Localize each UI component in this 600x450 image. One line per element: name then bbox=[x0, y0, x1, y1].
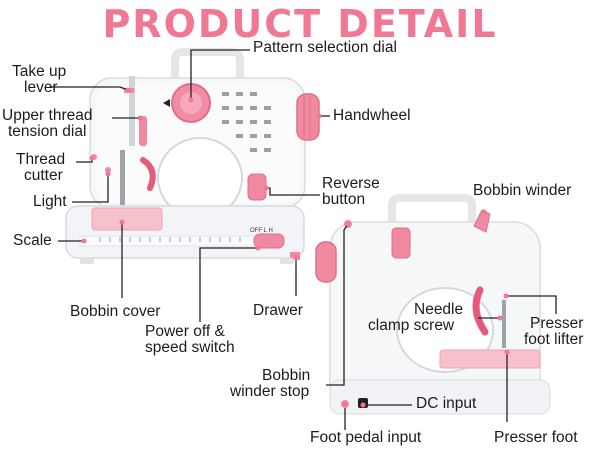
label-handwheel: Handwheel bbox=[333, 107, 411, 124]
label-bobbin-winder: Bobbin winder bbox=[473, 182, 572, 199]
label-presser-foot-lifter: Presser foot lifter bbox=[524, 315, 584, 348]
light-indicator bbox=[105, 167, 111, 173]
back-handwheel bbox=[315, 241, 337, 283]
tension-dial bbox=[139, 116, 147, 146]
label-foot-pedal-input: Foot pedal input bbox=[310, 429, 422, 446]
front-machine: OFF L H bbox=[65, 48, 320, 264]
label-presser-foot: Presser foot bbox=[494, 429, 578, 446]
back-needle bbox=[502, 300, 506, 348]
label-dc-input: DC input bbox=[416, 395, 477, 412]
back-machine bbox=[315, 194, 551, 415]
label-take-up-lever: Take up lever bbox=[12, 63, 67, 96]
label-power-switch: Power off & speed switch bbox=[145, 323, 235, 356]
back-carry-handle bbox=[388, 194, 476, 232]
label-reverse-button: Reverse button bbox=[322, 175, 380, 208]
scale-ticks bbox=[99, 237, 241, 242]
back-needle-plate bbox=[439, 349, 541, 369]
power-switch bbox=[253, 233, 285, 249]
thread-guide bbox=[140, 157, 156, 191]
pattern-dial-center bbox=[180, 92, 202, 114]
handwheel bbox=[296, 93, 320, 141]
callout-dots bbox=[81, 87, 510, 408]
switch-label: OFF L H bbox=[250, 228, 273, 234]
label-pattern-dial: Pattern selection dial bbox=[253, 39, 397, 56]
label-upper-thread-tension: Upper thread tension dial bbox=[2, 107, 93, 140]
take-up-lever bbox=[129, 76, 135, 146]
label-scale: Scale bbox=[13, 232, 52, 249]
spool bbox=[391, 227, 411, 259]
presser-foot-lifter bbox=[472, 286, 489, 336]
page-title: PRODUCT DETAIL bbox=[102, 2, 498, 46]
bobbin-winder bbox=[473, 209, 491, 233]
needle-bar bbox=[120, 150, 125, 205]
label-light: Light bbox=[33, 193, 67, 210]
stitch-pattern-grid bbox=[222, 92, 271, 152]
dial-arrow-icon bbox=[163, 99, 170, 107]
label-drawer: Drawer bbox=[253, 302, 303, 319]
bobbin-cover-plate bbox=[91, 207, 163, 231]
label-bobbin-winder-stop: Bobbin winder stop bbox=[230, 367, 311, 400]
reverse-button bbox=[247, 173, 267, 201]
label-bobbin-cover: Bobbin cover bbox=[70, 303, 161, 320]
label-needle-clamp: Needle clamp screw bbox=[368, 301, 464, 334]
label-thread-cutter: Thread cutter bbox=[16, 151, 66, 184]
carry-handle bbox=[171, 48, 244, 87]
